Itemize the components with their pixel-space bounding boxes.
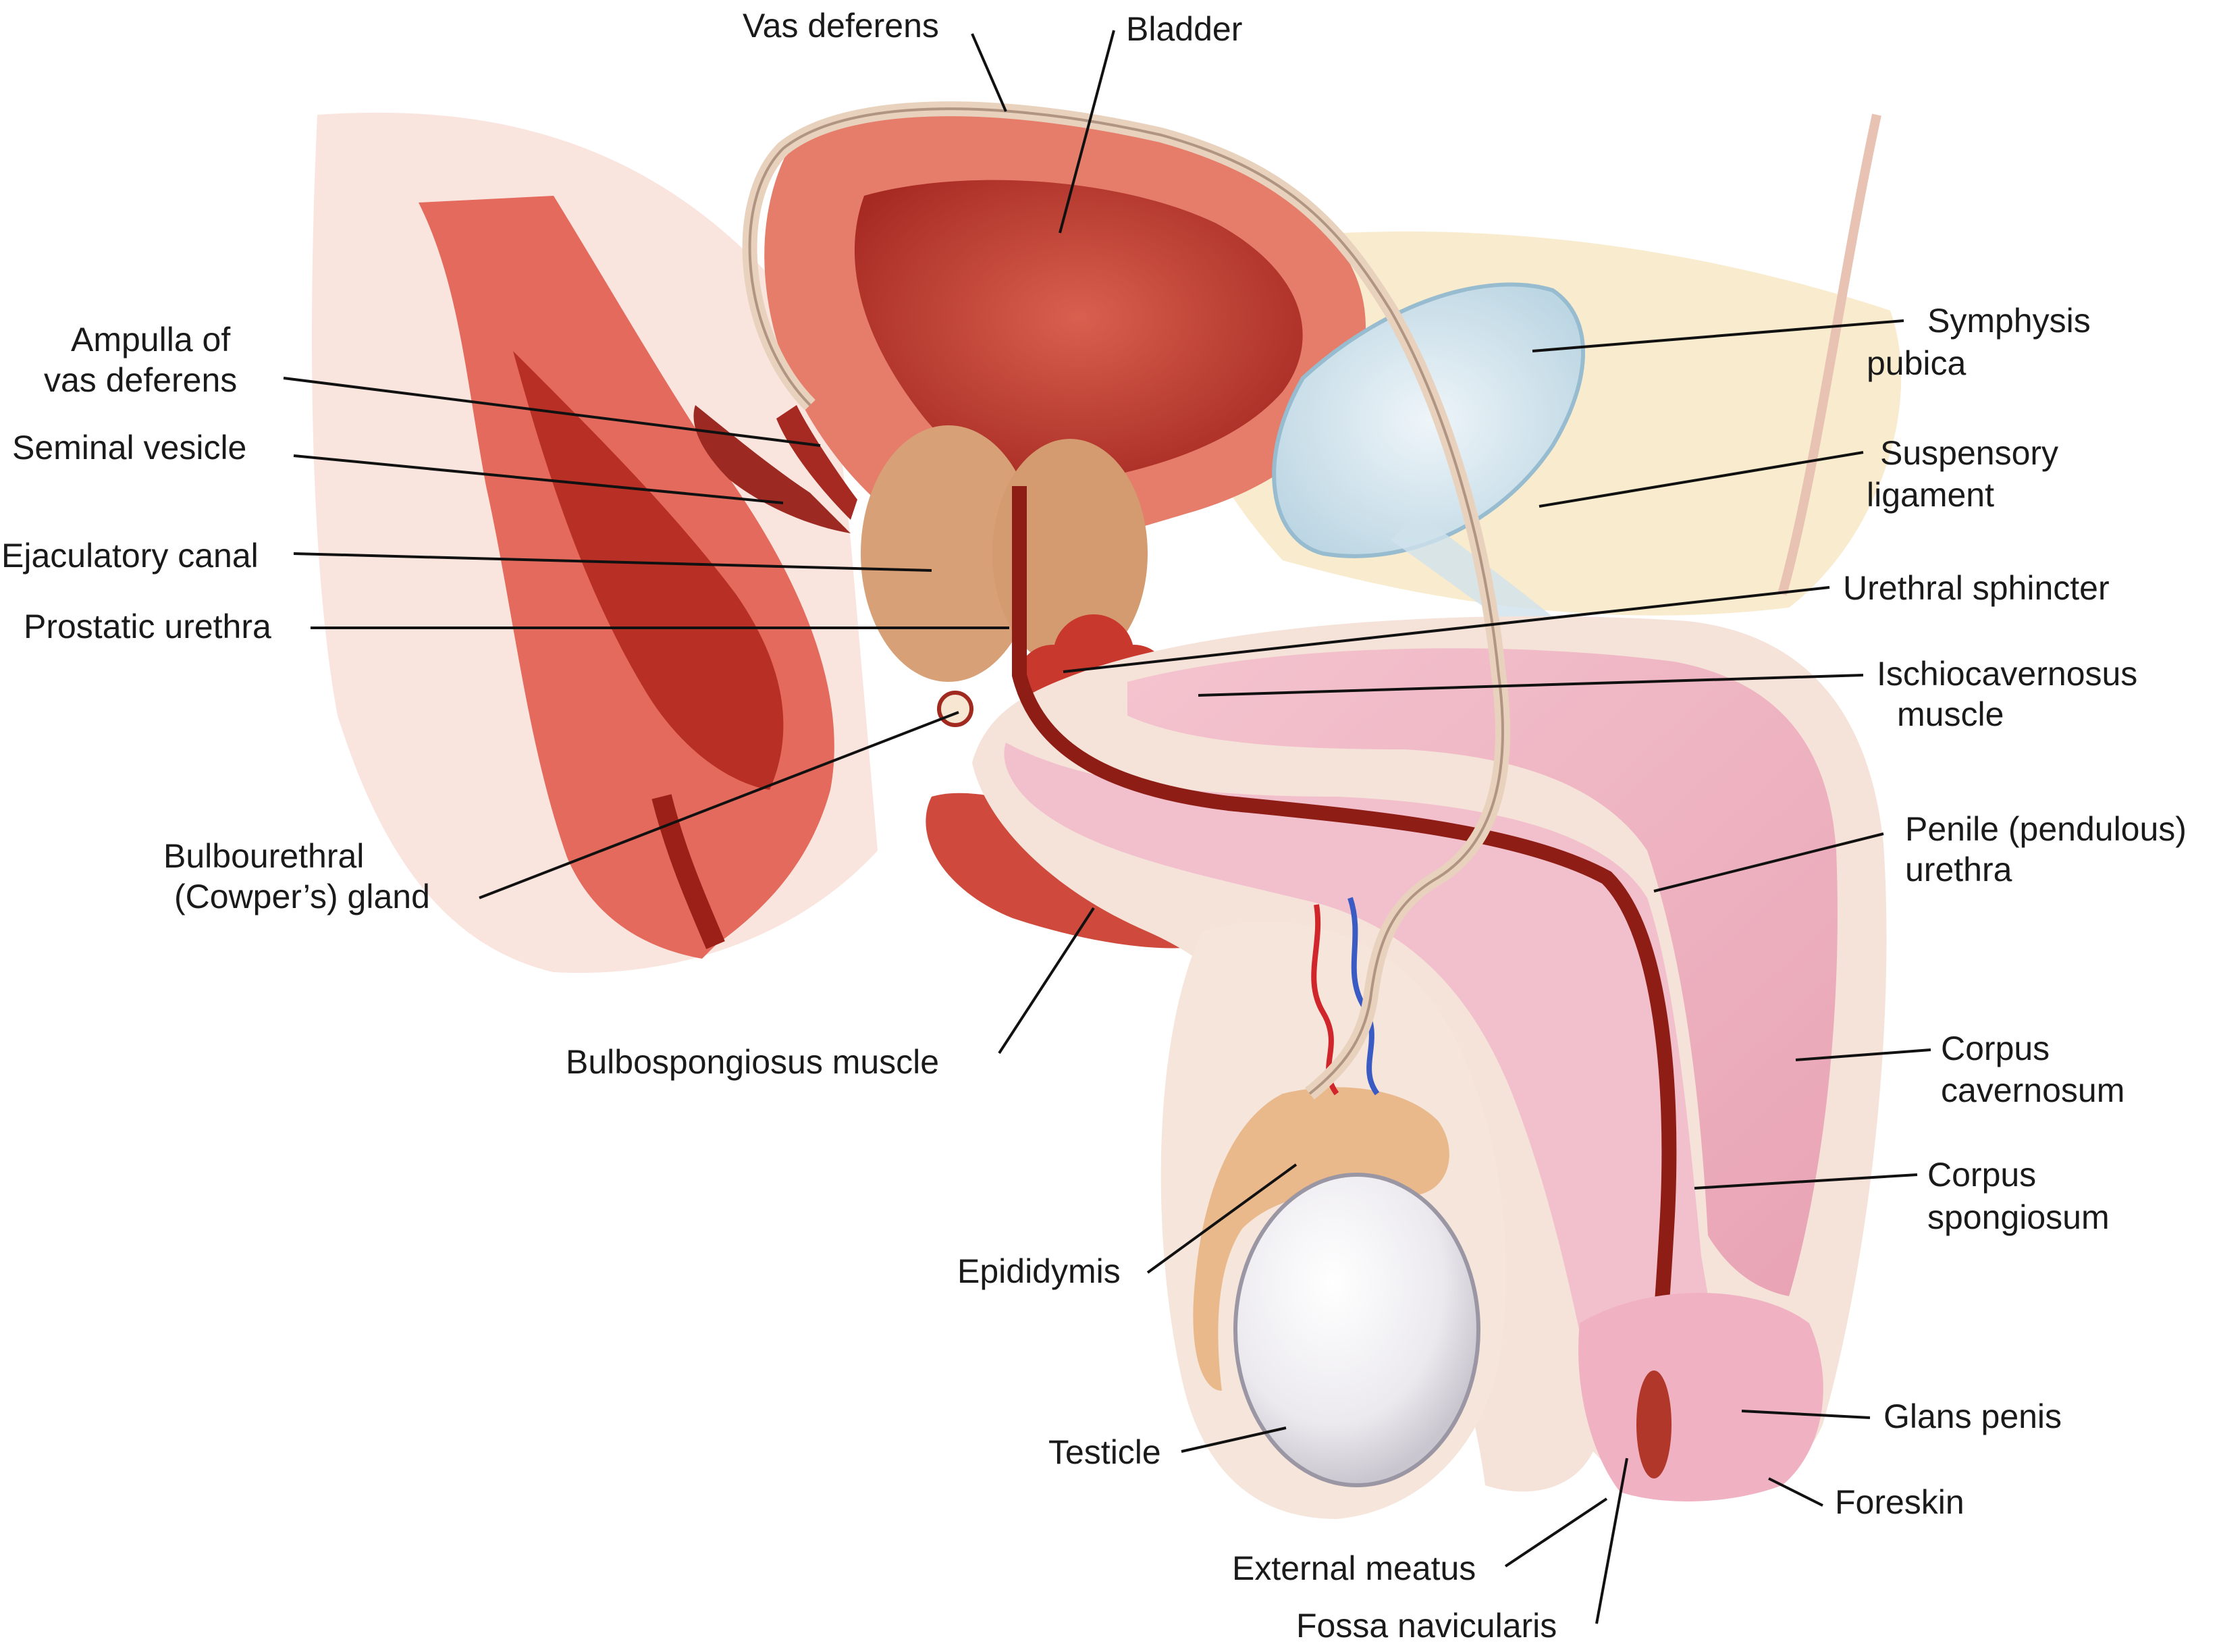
label-testicle: Testicle <box>1048 1433 1161 1471</box>
leader-urethral-sphincter <box>1063 586 1830 673</box>
scrotum <box>1160 897 1507 1519</box>
label-glans: Glans penis <box>1883 1397 2062 1435</box>
label-bulbourethral-2: (Cowper’s) gland <box>174 878 430 915</box>
label-penile-urethra-1: Penile (pendulous) <box>1905 810 2187 848</box>
label-external-meatus: External meatus <box>1232 1549 1476 1587</box>
seminal-vesicle-shape <box>693 405 851 533</box>
corpus-cavernosum-shape <box>1127 648 1838 1296</box>
leader-ischiocavernosus <box>1198 674 1864 697</box>
leader-penile-urethra <box>1653 832 1884 892</box>
leader-suspensory <box>1539 451 1864 508</box>
label-symphysis-2: pubica <box>1867 344 1967 382</box>
leader-bulbospongiosus <box>998 907 1095 1055</box>
label-ischiocavernosus-1: Ischiocavernosus <box>1877 655 2137 693</box>
label-bladder: Bladder <box>1126 10 1242 48</box>
fossa-navicularis-shape <box>1636 1370 1672 1478</box>
label-ischiocavernosus-2: muscle <box>1897 695 2004 733</box>
label-prostatic-urethra: Prostatic urethra <box>24 608 271 645</box>
symphysis-shape <box>1272 282 1585 558</box>
label-ampulla-2: vas deferens <box>44 361 237 399</box>
leader-foreskin <box>1768 1477 1823 1507</box>
label-corpus-cavernosum-1: Corpus <box>1941 1030 2050 1067</box>
leader-testicle <box>1181 1427 1287 1453</box>
label-seminal-vesicle: Seminal vesicle <box>12 429 246 467</box>
glans-shape <box>1578 1293 1823 1501</box>
labels: Vas deferens Bladder Symphysis pubica Am… <box>1 7 2187 1645</box>
prostate-right-lobe <box>992 439 1148 668</box>
label-epididymis: Epididymis <box>957 1252 1121 1290</box>
label-penile-urethra-2: urethra <box>1905 851 2012 888</box>
label-symphysis-1: Symphysis <box>1927 302 2091 340</box>
label-corpus-spongiosum-2: spongiosum <box>1927 1198 2110 1236</box>
urethra-line <box>1012 486 1677 1466</box>
leader-symphysis <box>1532 319 1904 352</box>
leader-external-meatus <box>1504 1497 1608 1568</box>
label-urethral-sphincter: Urethral sphincter <box>1843 569 2110 607</box>
ampulla-shape <box>776 405 857 520</box>
label-bulbourethral-1: Bulbourethral <box>163 837 364 875</box>
label-ampulla-1: Ampulla of <box>71 321 230 358</box>
bladder-lumen <box>854 180 1303 486</box>
label-fossa-navicularis: Fossa navicularis <box>1296 1607 1557 1645</box>
label-corpus-spongiosum-1: Corpus <box>1927 1156 2036 1194</box>
leader-corpus-spongiosum <box>1694 1173 1918 1190</box>
anal-canal <box>651 794 725 949</box>
seminal-vesicle <box>693 405 857 533</box>
epididymis-shape <box>1193 1087 1449 1391</box>
prostate-left-lobe <box>861 425 1036 682</box>
testicle-shape <box>1233 1173 1480 1487</box>
bulbourethral-gland-shape <box>937 691 973 727</box>
corpus-spongiosum-shape <box>1004 743 1728 1473</box>
leader-ampulla <box>283 377 821 447</box>
leader-vas-deferens <box>971 33 1007 112</box>
leader-bladder <box>1059 30 1115 234</box>
label-foreskin: Foreskin <box>1835 1483 1964 1521</box>
label-vas-deferens: Vas deferens <box>743 7 939 45</box>
leader-corpus-cavernosum <box>1795 1048 1931 1061</box>
leader-ejaculatory <box>293 552 932 572</box>
leader-seminal-vesicle <box>293 454 784 504</box>
leader-fossa-navicularis <box>1595 1458 1628 1624</box>
leader-epididymis <box>1146 1163 1298 1274</box>
label-ejaculatory: Ejaculatory canal <box>1 537 259 575</box>
leader-glans <box>1741 1410 1871 1419</box>
label-suspensory-1: Suspensory <box>1880 434 2058 472</box>
label-suspensory-2: ligament <box>1867 476 1994 514</box>
suprapubic-skin <box>1777 113 1881 595</box>
label-bulbospongiosus: Bulbospongiosus muscle <box>566 1043 939 1081</box>
rectum <box>419 196 834 959</box>
rectum-lumen <box>513 351 784 790</box>
leader-bulbourethral <box>479 711 959 899</box>
vas-deferens-tube-outline <box>748 107 1504 1095</box>
label-corpus-cavernosum-2: cavernosum <box>1941 1071 2124 1109</box>
leader-lines <box>283 30 1931 1624</box>
